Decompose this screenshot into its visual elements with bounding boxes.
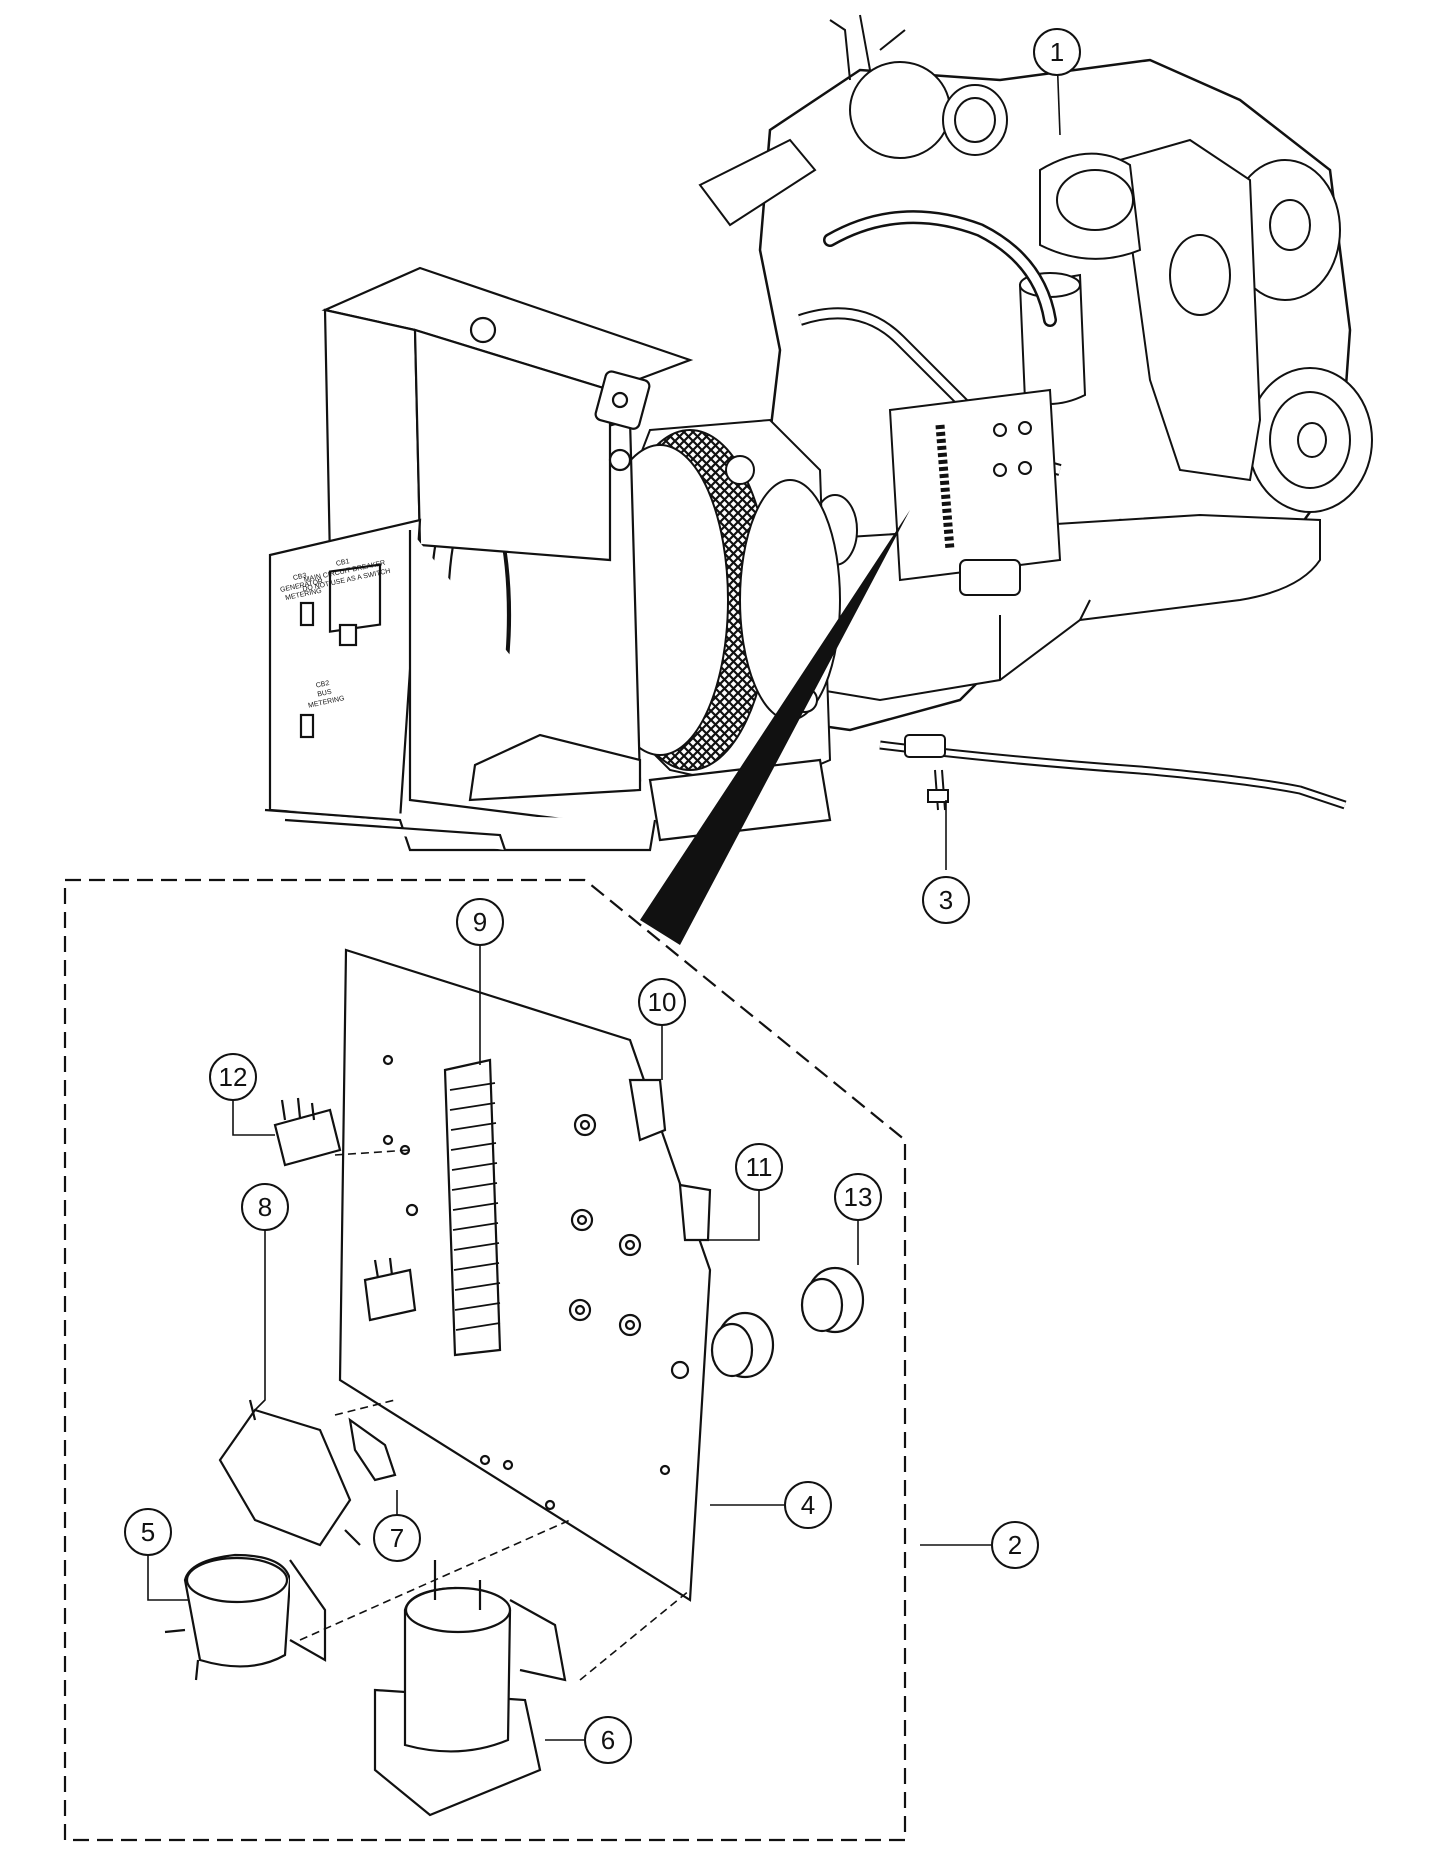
cb3-title: CB3 [292, 572, 307, 582]
callout-6-label: 6 [601, 1725, 615, 1755]
cb2-line1: BUS [317, 689, 333, 699]
generator-assembly [264, 266, 832, 852]
callout-9: 9 [456, 898, 504, 946]
callout-1-label: 1 [1050, 37, 1064, 67]
callout-10: 10 [638, 978, 686, 1026]
callout-9-label: 9 [473, 907, 487, 937]
regulator-8 [218, 1408, 352, 1547]
callout-12: 12 [209, 1053, 257, 1101]
plate-studs [568, 1113, 642, 1337]
cb1-title: CB1 [335, 558, 350, 568]
rear-block-10 [628, 1078, 667, 1142]
callout-4: 4 [784, 1481, 832, 1529]
callout-12-label: 12 [219, 1062, 248, 1092]
callout-8: 8 [241, 1183, 289, 1231]
callout-7: 7 [373, 1514, 421, 1562]
callout-2-label: 2 [1008, 1530, 1022, 1560]
diode-7 [348, 1417, 397, 1482]
callout-5-label: 5 [141, 1517, 155, 1547]
callout-13: 13 [834, 1173, 882, 1221]
standoffs [710, 1266, 865, 1379]
callout-11-label: 11 [746, 1152, 773, 1182]
callout-3: 3 [922, 876, 970, 924]
leader-lines [147, 54, 1061, 1741]
callout-11: 11 [735, 1143, 783, 1191]
detail-pointer [640, 510, 910, 945]
callout-4-label: 4 [801, 1490, 815, 1520]
detail-parts [164, 948, 865, 1817]
callout-8-label: 8 [258, 1192, 272, 1222]
solenoid-5 [164, 1553, 327, 1681]
callout-5: 5 [124, 1508, 172, 1556]
callout-6: 6 [584, 1716, 632, 1764]
callout-2: 2 [991, 1521, 1039, 1569]
mounting-plate [338, 948, 712, 1602]
callout-1: 1 [1033, 28, 1081, 76]
cb2-title: CB2 [315, 680, 330, 690]
callout-7-label: 7 [390, 1523, 404, 1553]
rear-block-11 [678, 1183, 712, 1242]
plate-relay [363, 1268, 417, 1322]
callout-10-label: 10 [648, 987, 677, 1017]
callout-3-label: 3 [939, 885, 953, 915]
callout-13-label: 13 [844, 1182, 873, 1212]
solenoid-6 [373, 1560, 567, 1817]
detail-view-border [63, 878, 907, 1842]
relay-12 [273, 1108, 342, 1167]
